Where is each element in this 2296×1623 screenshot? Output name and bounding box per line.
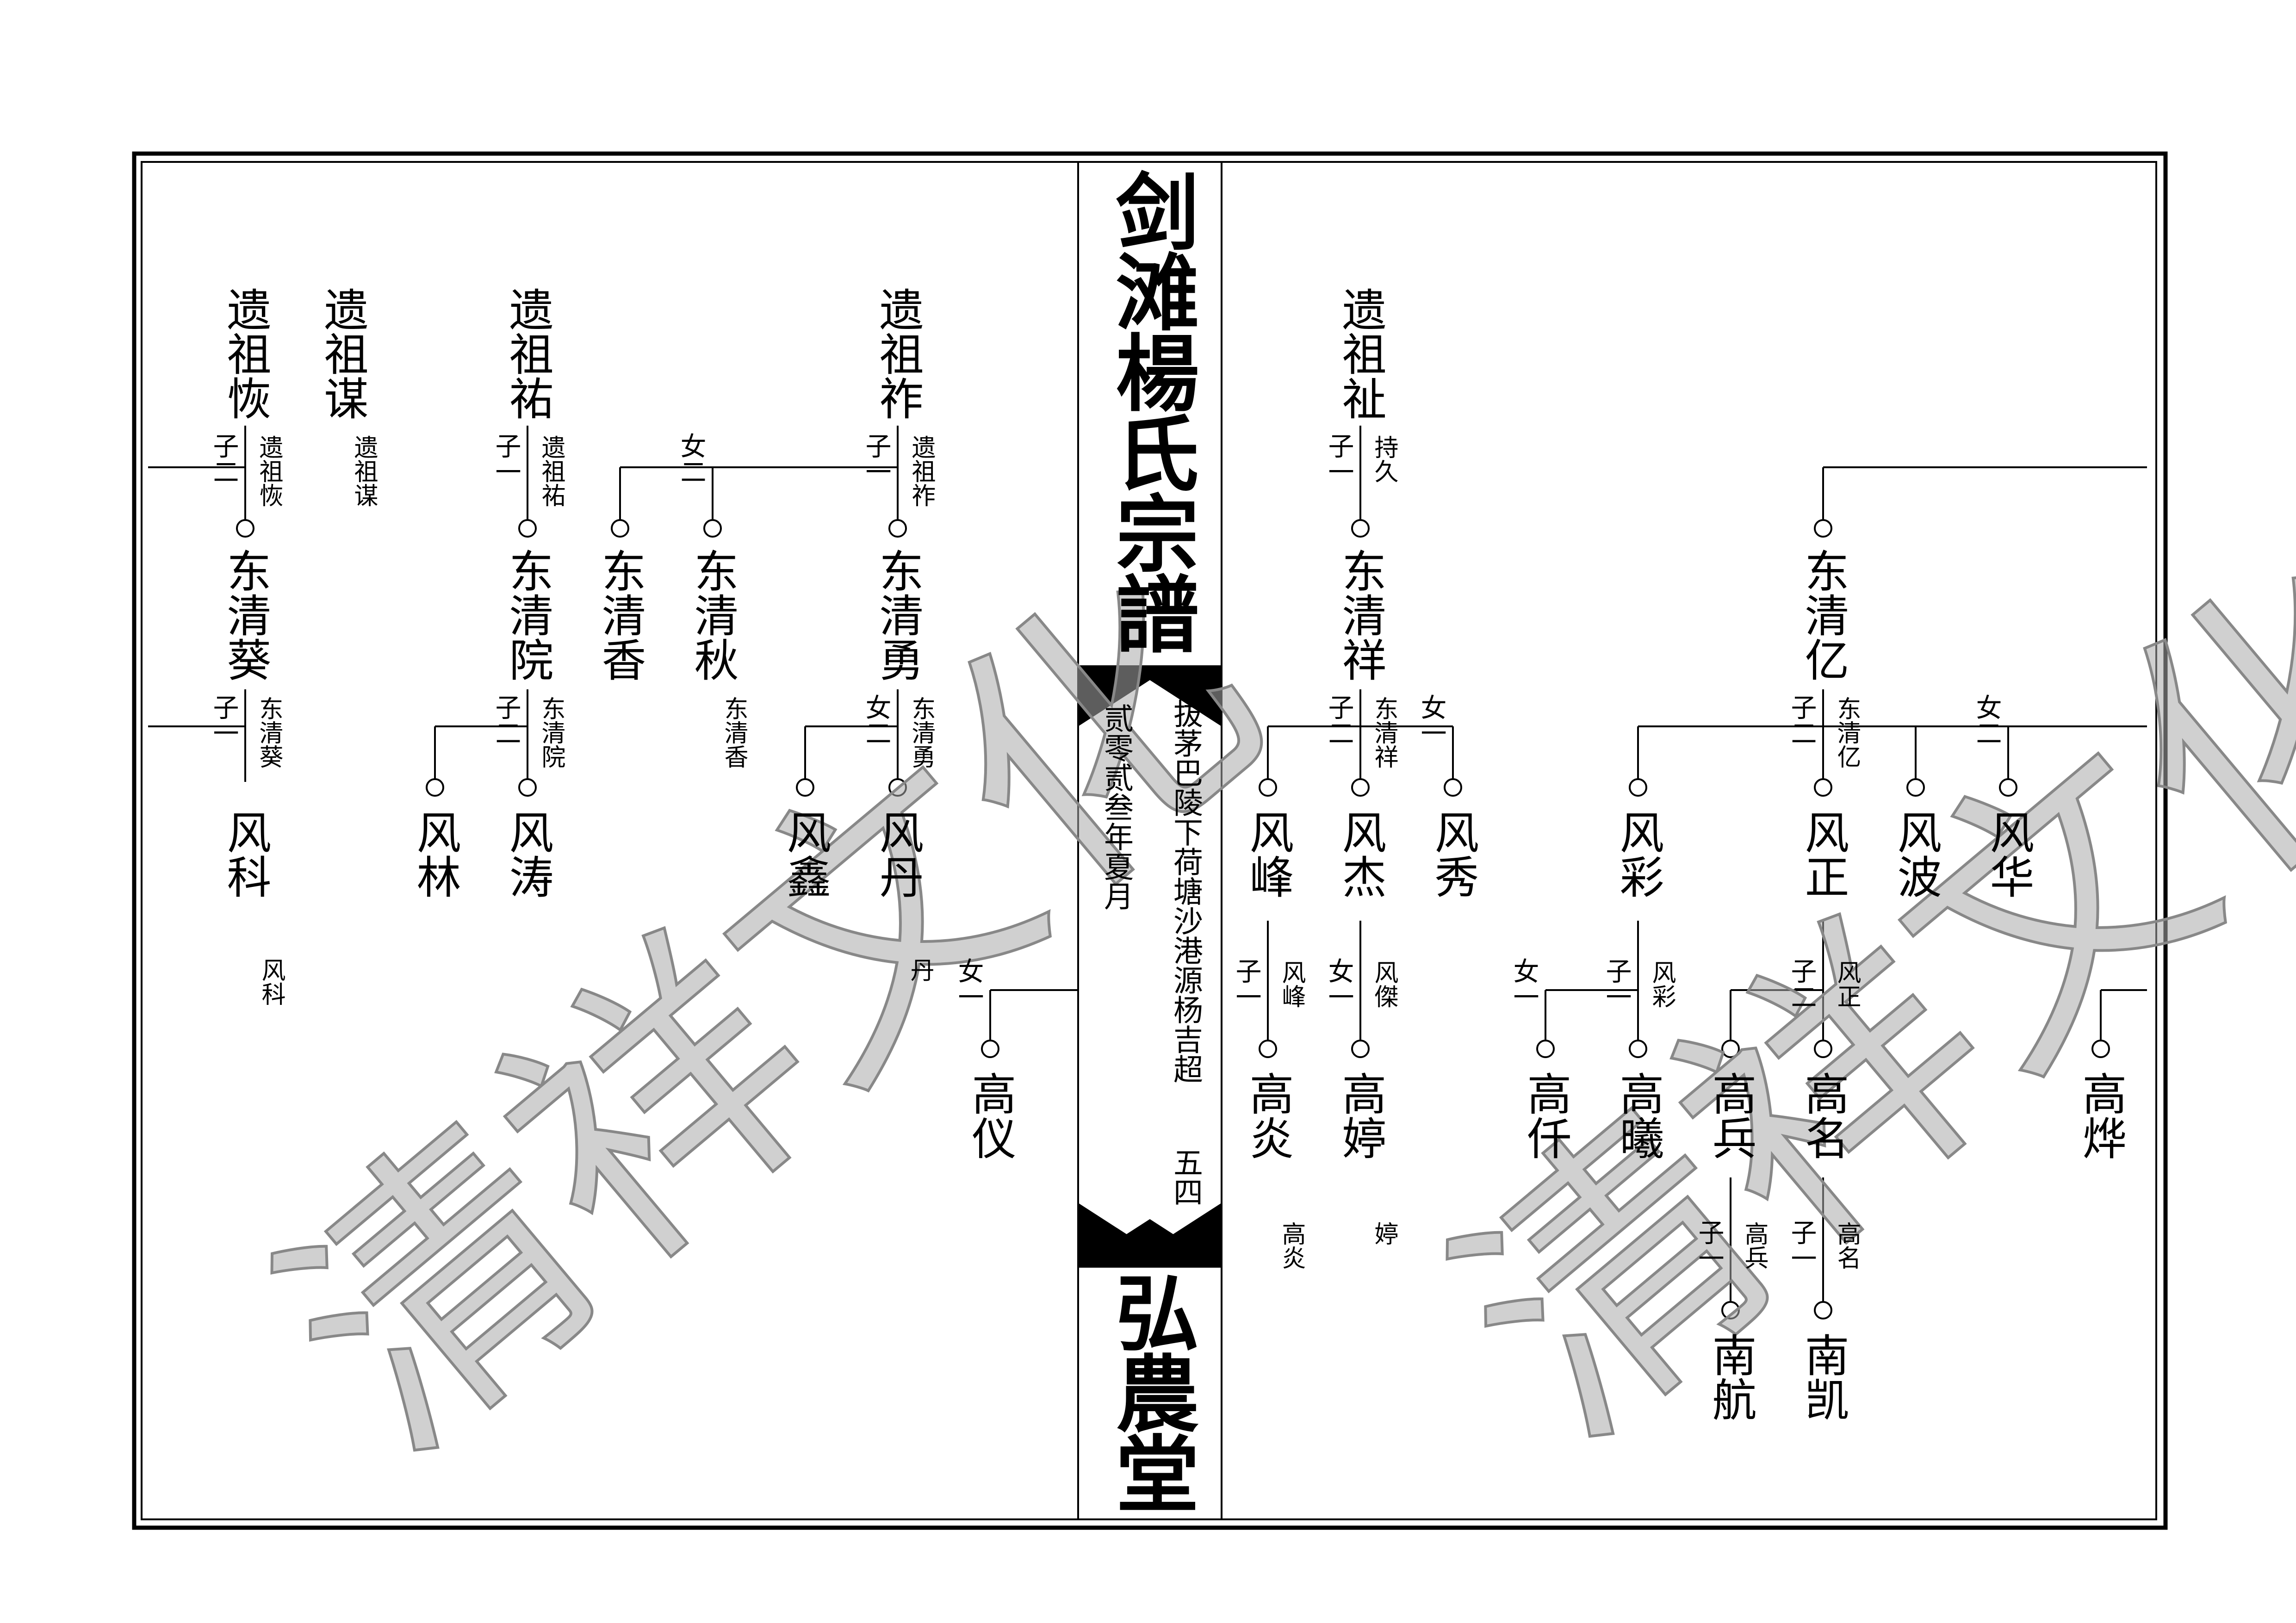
gen3-name: 风波 [1890,810,1942,898]
relation-note: 子一 [1787,1219,1817,1271]
lower-fishtail-shape [1078,1203,1222,1265]
gen3-name: 风华 [1982,810,2034,898]
relation-note: 子一 [1231,958,1261,1010]
gen4-name: 高名 [1797,1071,1849,1160]
gen3-name: 风林 [409,810,461,898]
date-line: 贰零贰叁年夏月 [1099,703,1133,911]
gen2-name: 东清秋 [687,548,738,681]
gen1-name: 遗祖祐 [502,287,553,420]
gen2-name: 东清亿 [1797,548,1849,681]
parent-ref: 持久 [1370,435,1398,483]
gen4-name: 高仪 [964,1071,1016,1160]
gen3-name: 风正 [1797,810,1849,898]
relation-note: 女一 [1509,958,1539,1010]
gen2-name: 东清祥 [1334,548,1386,681]
parent-ref: 风正 [1833,960,1861,1008]
gen3-name: 风涛 [502,810,553,898]
parent-ref: 丹 [906,958,934,982]
page-number: 五四 [1168,1147,1203,1207]
gen2-name: 东清香 [594,548,646,681]
gen1-name: 遗祖祚 [872,287,924,420]
relation-note: 女一 [954,958,984,1010]
gen2-name: 东清院 [502,548,553,681]
gen1-name: 遗祖祉 [1334,287,1386,420]
parent-ref: 东清香 [720,696,748,768]
gen1-name: 遗祖谋 [316,287,368,420]
parent-ref: 风傑 [1370,960,1398,1008]
book-title: 剑滩楊氏宗譜 [1101,169,1199,652]
relation-note: 女二 [676,433,706,484]
outer-border [132,151,2168,1530]
parent-ref: 东清院 [537,696,565,768]
gen5-name: 南凯 [1797,1332,1849,1421]
relation-note: 子一 [861,433,891,484]
parent-ref: 东清祥 [1370,696,1398,768]
relation-note: 子一 [1601,958,1632,1010]
gen3-name: 风丹 [872,810,924,898]
relation-note: 子二 [209,433,239,484]
gen4-name: 高兵 [1705,1071,1756,1160]
relation-note: 子一 [491,433,521,484]
gen4-name: 高烨 [2075,1071,2127,1160]
parent-ref: 遗祖谋 [350,435,378,507]
gen3-name: 风秀 [1427,810,1479,898]
gen2-name: 东清勇 [872,548,924,681]
gen3-name: 风杰 [1334,810,1386,898]
parent-ref: 风彩 [1648,960,1675,1008]
hall-name: 弘農堂 [1101,1270,1199,1511]
relation-note: 女二 [1972,694,2002,746]
parent-ref: 风科 [257,958,285,1006]
inner-border [141,161,2157,1520]
gen4-name: 高炎 [1242,1071,1294,1160]
gen1-name: 遗祖恢 [219,287,271,420]
author-line: 拔茅巴陵下荷塘沙港源杨吉超 [1168,699,1203,1084]
parent-ref: 遗祖祚 [907,435,935,507]
relation-note: 女一 [1416,694,1446,746]
relation-note: 女二 [861,694,891,746]
gen4-name: 高婷 [1334,1071,1386,1160]
relation-note: 子二 [1787,694,1817,746]
parent-ref: 高名 [1833,1221,1861,1270]
relation-note: 子一 [209,694,239,746]
relation-note: 子二 [491,694,521,746]
lower-fishtail-band [1078,1265,1222,1268]
gen5-name: 南航 [1705,1332,1756,1421]
parent-ref: 东清葵 [255,696,283,768]
relation-note: 子二 [1787,958,1817,1010]
parent-ref: 遗祖祐 [537,435,565,507]
gen4-name: 高仟 [1520,1071,1571,1160]
upper-fishtail [1078,665,1222,726]
parent-ref: 东清亿 [1833,696,1861,768]
relation-note: 女一 [1324,958,1354,1010]
parent-ref: 风峰 [1278,960,1305,1008]
parent-ref: 高兵 [1740,1221,1768,1270]
relation-note: 子二 [1324,694,1354,746]
gen4-name: 高曦 [1612,1071,1664,1160]
relation-note: 子一 [1324,433,1354,484]
parent-ref: 高炎 [1278,1221,1305,1270]
gen3-name: 风峰 [1242,810,1294,898]
gen3-name: 风鑫 [779,810,831,898]
parent-ref: 婷 [1370,1221,1398,1245]
gen3-name: 风科 [219,810,271,898]
parent-ref: 东清勇 [907,696,935,768]
gen3-name: 风彩 [1612,810,1664,898]
parent-ref: 遗祖恢 [255,435,283,507]
gen2-name: 东清葵 [219,548,271,681]
relation-note: 子一 [1694,1219,1724,1271]
